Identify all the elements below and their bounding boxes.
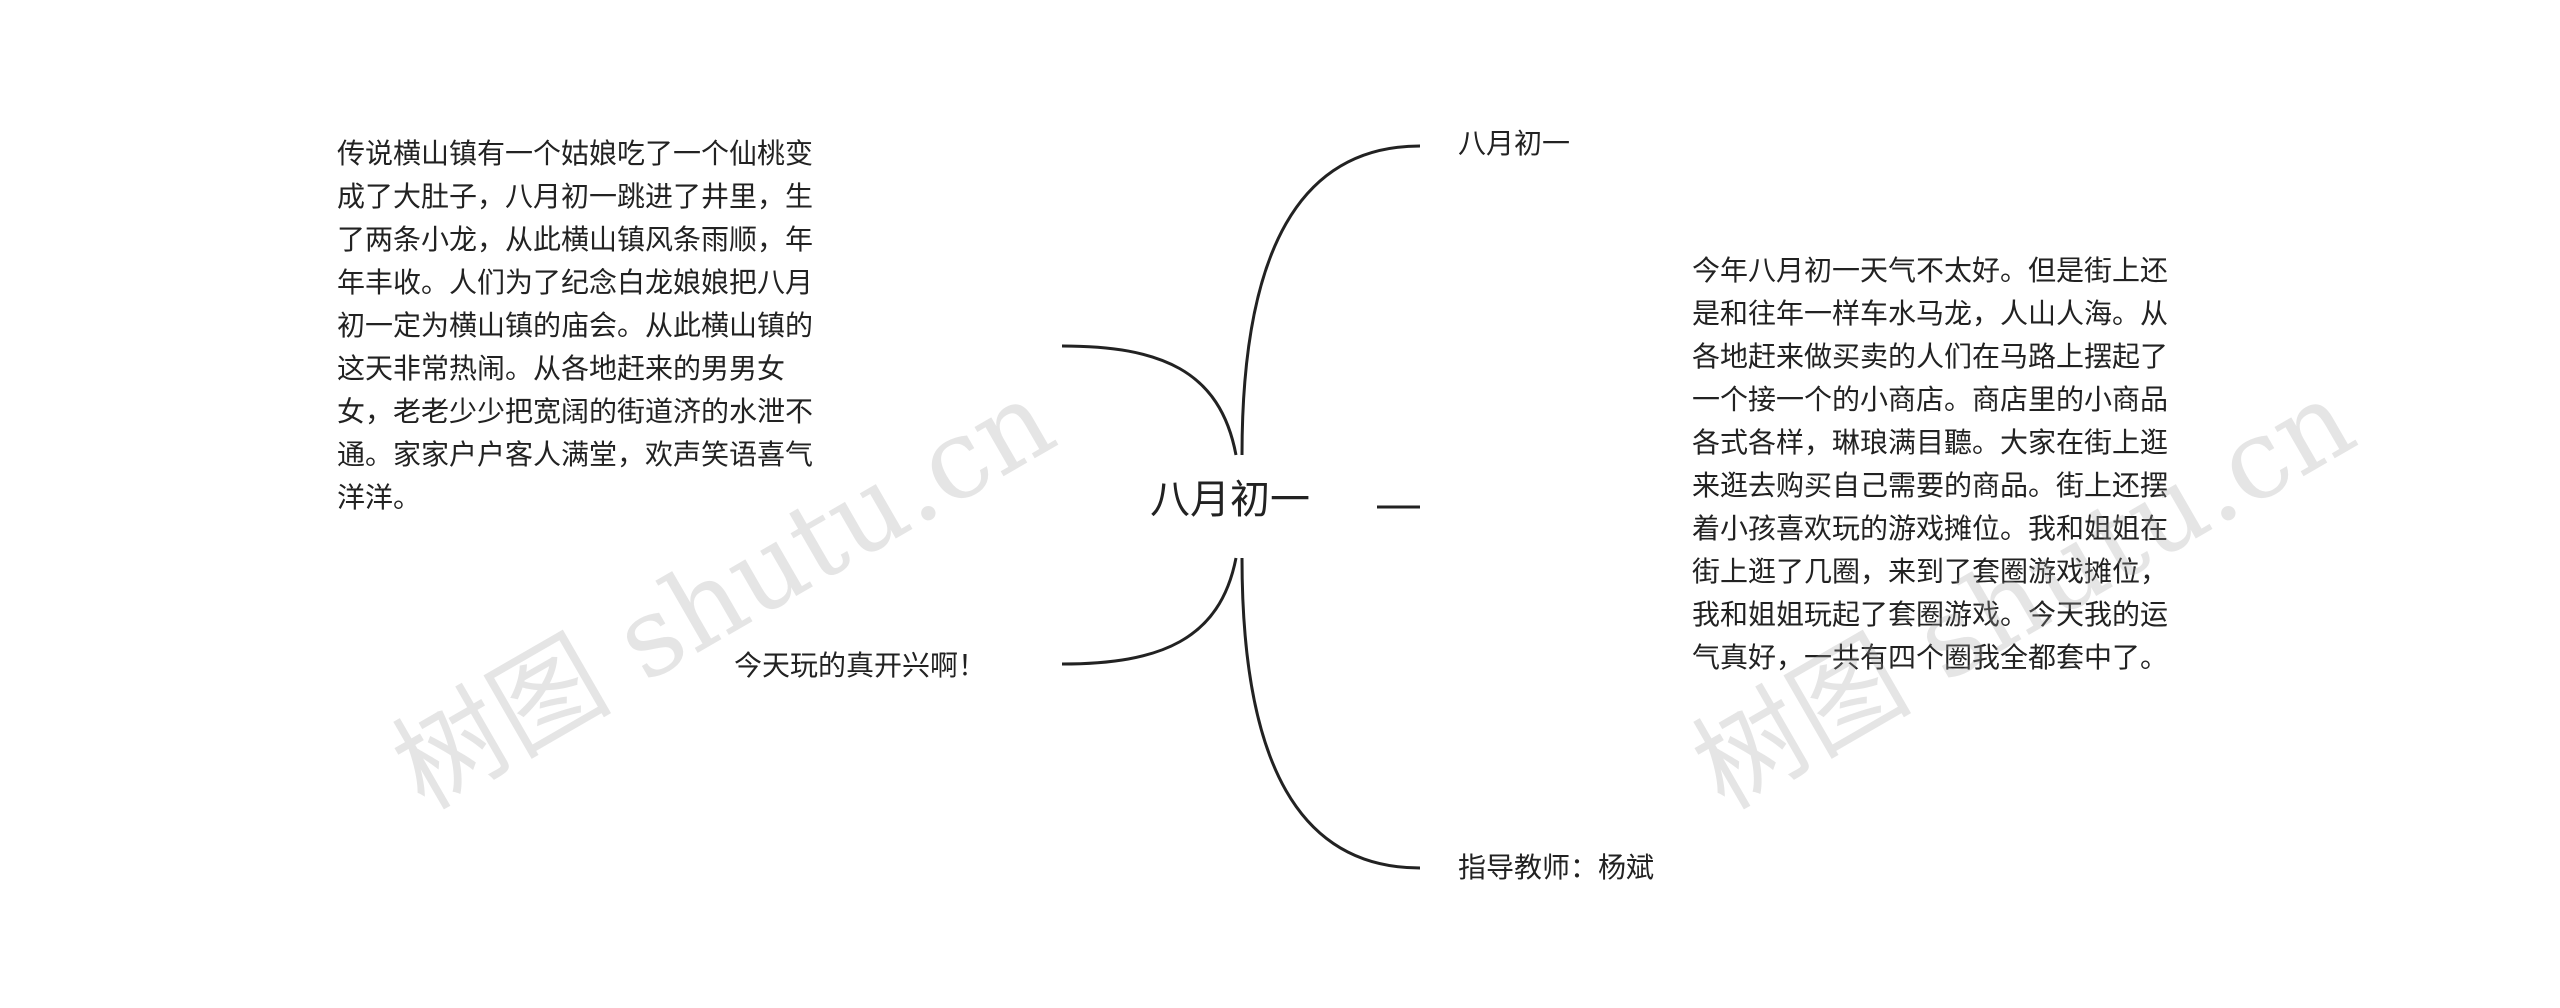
right-title-node[interactable]: 八月初一 <box>1458 127 1571 160</box>
right-teacher-node[interactable]: 指导教师：杨斌 <box>1458 851 1655 884</box>
left-happy-node[interactable]: 今天玩的真开兴啊！ <box>734 649 987 682</box>
connector-right-title <box>1240 144 1421 456</box>
connector-left-story <box>1061 344 1238 456</box>
connector-right-teacher <box>1240 557 1421 870</box>
center-topic[interactable]: 八月初一 <box>1150 477 1310 523</box>
right-story-node[interactable]: 今年八月初一天气不太好。但是街上还是和往年一样车水马龙，人山人海。从各地赶来做买… <box>1692 254 2169 674</box>
connector-left-happy <box>1061 557 1238 666</box>
left-story-node[interactable]: 传说横山镇有一个姑娘吃了一个仙桃变成了大肚子，八月初一跳进了井里，生了两条小龙，… <box>337 137 814 514</box>
